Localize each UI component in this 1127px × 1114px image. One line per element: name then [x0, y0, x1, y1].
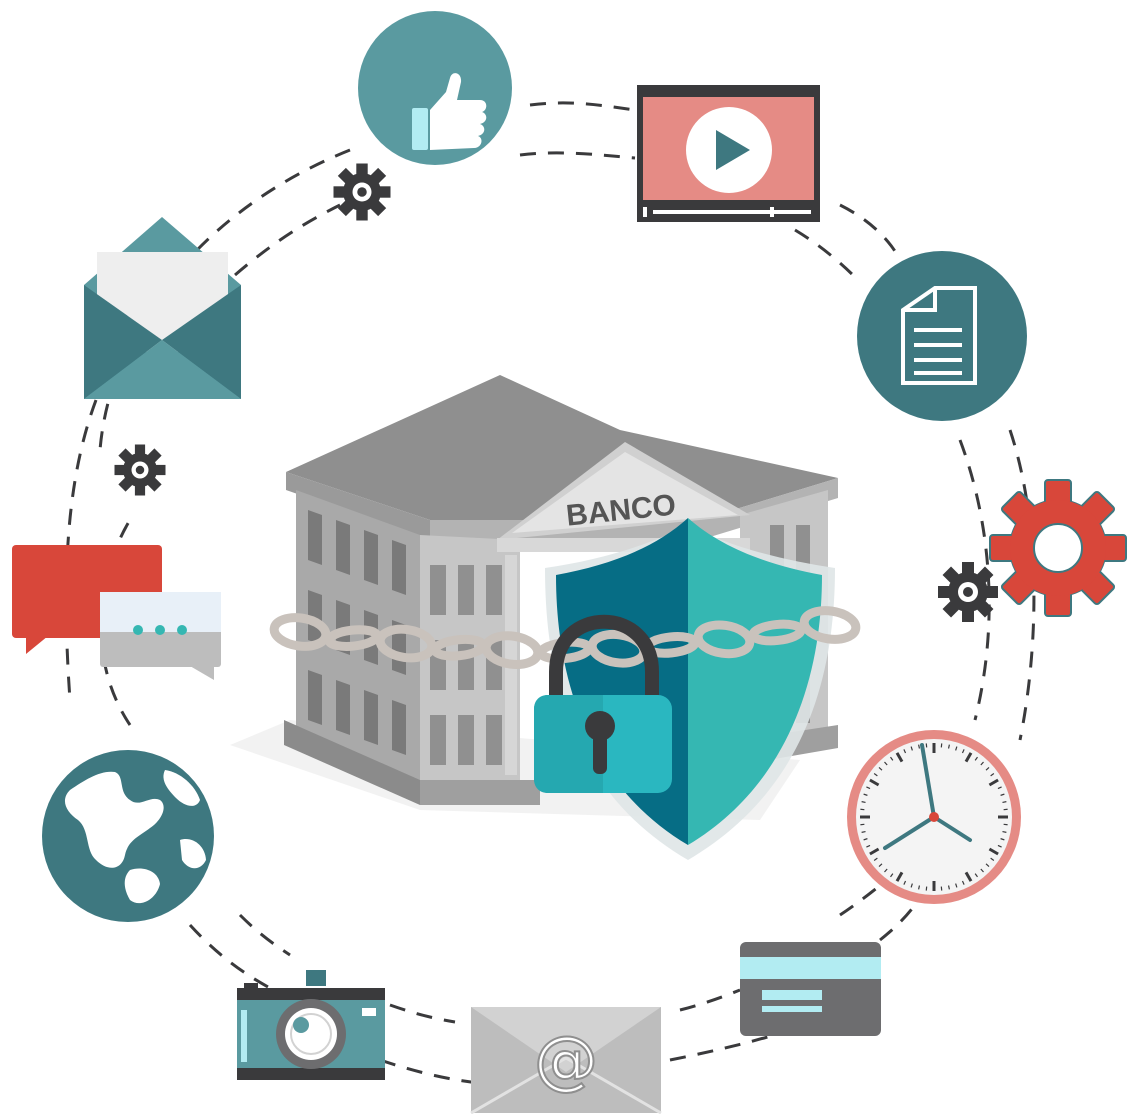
clock-tick [997, 786, 1002, 790]
red-gear-icon [989, 479, 1127, 617]
clock-tick [873, 857, 878, 861]
clock-tick [980, 868, 984, 873]
clock-tick [974, 873, 978, 878]
clock-tick [964, 752, 973, 763]
chain-link [269, 613, 331, 651]
clock-tick [884, 868, 888, 873]
credit-card-icon [740, 942, 881, 1036]
clock-tick [1000, 793, 1005, 796]
clock-tick [890, 873, 894, 878]
padlock-icon [534, 614, 672, 793]
building-window [392, 540, 406, 595]
thumbs-up-icon [358, 11, 512, 165]
building-window [392, 700, 406, 755]
building-window [308, 510, 322, 565]
chain-link [693, 620, 755, 659]
clock-tick [918, 885, 921, 890]
dark-gear-icon [333, 163, 391, 221]
clock-tick [873, 773, 878, 777]
clock-tick [910, 746, 913, 751]
clock-tick [863, 793, 868, 796]
clock-tick [974, 756, 978, 761]
dark-gear-icon [114, 444, 166, 496]
building-window [336, 520, 350, 575]
building-window [430, 715, 446, 765]
clock-tick [985, 767, 990, 771]
clock-tick [990, 857, 995, 861]
clock-tick [866, 786, 871, 790]
clock-tick [961, 880, 965, 885]
building-window [364, 690, 378, 745]
building-window [796, 525, 810, 573]
clock-tick [903, 749, 907, 754]
chain-link [324, 625, 382, 651]
clock-tick [895, 871, 904, 882]
clock-tick [869, 778, 880, 787]
clock-icon [847, 730, 1021, 904]
clock-tick [861, 830, 866, 833]
building-window [336, 680, 350, 735]
dark-gear-icon [938, 562, 998, 622]
building-window [308, 670, 322, 725]
building-window [430, 565, 446, 615]
chain-link [748, 619, 806, 646]
clock-tick [903, 880, 907, 885]
building-window [486, 565, 502, 615]
clock-tick [910, 883, 913, 888]
clock-tick [990, 773, 995, 777]
clock-tick [918, 744, 921, 749]
clock-tick [1000, 838, 1005, 841]
clock-tick [861, 801, 866, 804]
clock-tick [955, 746, 958, 751]
clock-tick [961, 749, 965, 754]
clock-tick [947, 744, 950, 749]
clock-tick [1002, 830, 1007, 833]
clock-tick [884, 761, 888, 766]
clock-tick [878, 767, 883, 771]
chat-bubbles-icon [12, 545, 221, 680]
building-window [458, 565, 474, 615]
open-envelope-icon [84, 217, 241, 399]
building-window [486, 715, 502, 765]
clock-tick [964, 871, 973, 882]
clock-tick [878, 863, 883, 867]
building-window [364, 530, 378, 585]
building-window [458, 640, 474, 690]
clock-tick [863, 838, 868, 841]
globe-icon [42, 750, 214, 922]
building-window [458, 715, 474, 765]
camera-icon [237, 970, 385, 1080]
email-envelope-icon: @ [470, 1007, 662, 1114]
clock-tick [890, 756, 894, 761]
email-at-symbol: @ [534, 1024, 598, 1098]
clock-tick [985, 863, 990, 867]
document-icon [857, 251, 1027, 421]
clock-tick [988, 778, 999, 787]
video-player-icon [637, 85, 820, 222]
clock-tick [866, 844, 871, 848]
clock-tick [869, 847, 880, 856]
clock-tick [947, 885, 950, 890]
clock-tick [895, 752, 904, 763]
chain-link [799, 606, 861, 644]
clock-tick [988, 847, 999, 856]
clock-tick [1002, 801, 1007, 804]
clock-tick [980, 761, 984, 766]
clock-tick [997, 844, 1002, 848]
clock-tick [955, 883, 958, 888]
